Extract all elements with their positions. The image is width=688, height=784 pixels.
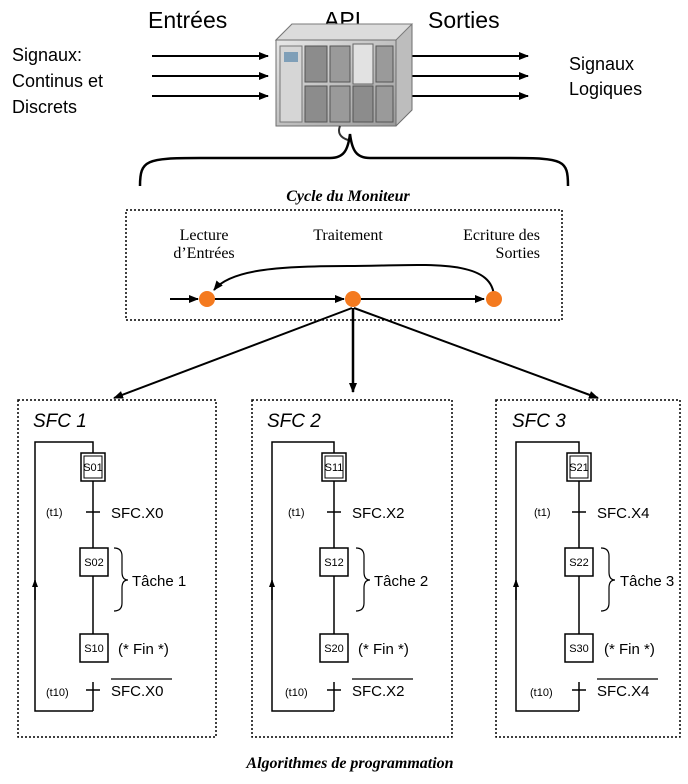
monitor-title: Cycle du Moniteur <box>286 188 410 205</box>
svg-text:d’Entrées: d’Entrées <box>173 245 234 262</box>
output-write-node <box>486 291 502 307</box>
step-initial: S11 <box>325 462 344 474</box>
step-end: S20 <box>324 643 344 655</box>
monitor-cycle-box <box>125 209 563 321</box>
svg-text:Signaux:: Signaux: <box>12 45 82 65</box>
transition-condition: SFC.X0 <box>111 505 164 522</box>
step-end: S30 <box>569 643 589 655</box>
transition-label: (t1) <box>534 507 551 519</box>
svg-text:Signaux: Signaux <box>569 54 634 74</box>
step: S02 <box>84 557 104 569</box>
svg-text:Sorties: Sorties <box>496 245 540 262</box>
transition-condition: SFC.X4 <box>597 505 650 522</box>
svg-text:Logiques: Logiques <box>569 79 642 99</box>
step-initial: S01 <box>83 462 103 474</box>
sfc-panel-1: SFC 1 S01 (t1) SFC.X0 S02 Tâche 1 S10 (*… <box>17 399 217 738</box>
transition-label: (t10) <box>285 687 308 699</box>
input-read-node <box>199 291 215 307</box>
end-label: (* Fin *) <box>118 641 169 658</box>
end-label: (* Fin *) <box>358 641 409 658</box>
input-signals-label: Signaux: Continus et Discrets <box>12 45 103 117</box>
transition-condition: SFC.X2 <box>352 505 405 522</box>
inputs-label: Entrées <box>148 7 227 33</box>
step: S22 <box>569 557 589 569</box>
svg-text:Continus et: Continus et <box>12 71 103 91</box>
processing-label: Traitement <box>313 227 383 244</box>
dispatch-arrow-sfc1 <box>113 307 353 399</box>
task-label: Tâche 2 <box>374 573 428 590</box>
sfc-panel-3: SFC 3 S21 (t1) SFC.X4 S22 Tâche 3 S30 (*… <box>495 399 681 738</box>
sfc-title: SFC 2 <box>267 411 321 432</box>
outputs-label: Sorties <box>428 7 500 33</box>
transition-condition-negated: SFC.X4 <box>597 683 650 700</box>
plc-rack-icon <box>274 23 414 141</box>
step-end: S10 <box>84 643 104 655</box>
cycle-loop-arrow <box>213 263 495 299</box>
output-signals-label: Signaux Logiques <box>569 54 642 99</box>
dispatch-arrow-sfc3 <box>353 307 599 399</box>
transition-condition-negated: SFC.X0 <box>111 683 164 700</box>
transition-label: (t10) <box>46 687 69 699</box>
step: S12 <box>324 557 344 569</box>
sfc-title: SFC 1 <box>33 411 87 432</box>
svg-text:Discrets: Discrets <box>12 97 77 117</box>
sfc-title: SFC 3 <box>512 411 566 432</box>
writing-label: Ecriture des Sorties <box>463 227 540 262</box>
svg-text:Ecriture des: Ecriture des <box>463 227 540 244</box>
end-label: (* Fin *) <box>604 641 655 658</box>
svg-text:Lecture: Lecture <box>180 227 229 244</box>
transition-label: (t10) <box>530 687 553 699</box>
processing-node <box>345 291 361 307</box>
grouping-brace <box>138 133 570 187</box>
figure-caption: Algorithmes de programmation <box>245 755 453 772</box>
transition-label: (t1) <box>288 507 305 519</box>
sfc-panel-2: SFC 2 S11 (t1) SFC.X2 S12 Tâche 2 S20 (*… <box>251 399 453 738</box>
task-label: Tâche 1 <box>132 573 186 590</box>
step-initial: S21 <box>569 462 589 474</box>
task-label: Tâche 3 <box>620 573 674 590</box>
reading-label: Lecture d’Entrées <box>173 227 234 262</box>
transition-condition-negated: SFC.X2 <box>352 683 405 700</box>
transition-label: (t1) <box>46 507 63 519</box>
